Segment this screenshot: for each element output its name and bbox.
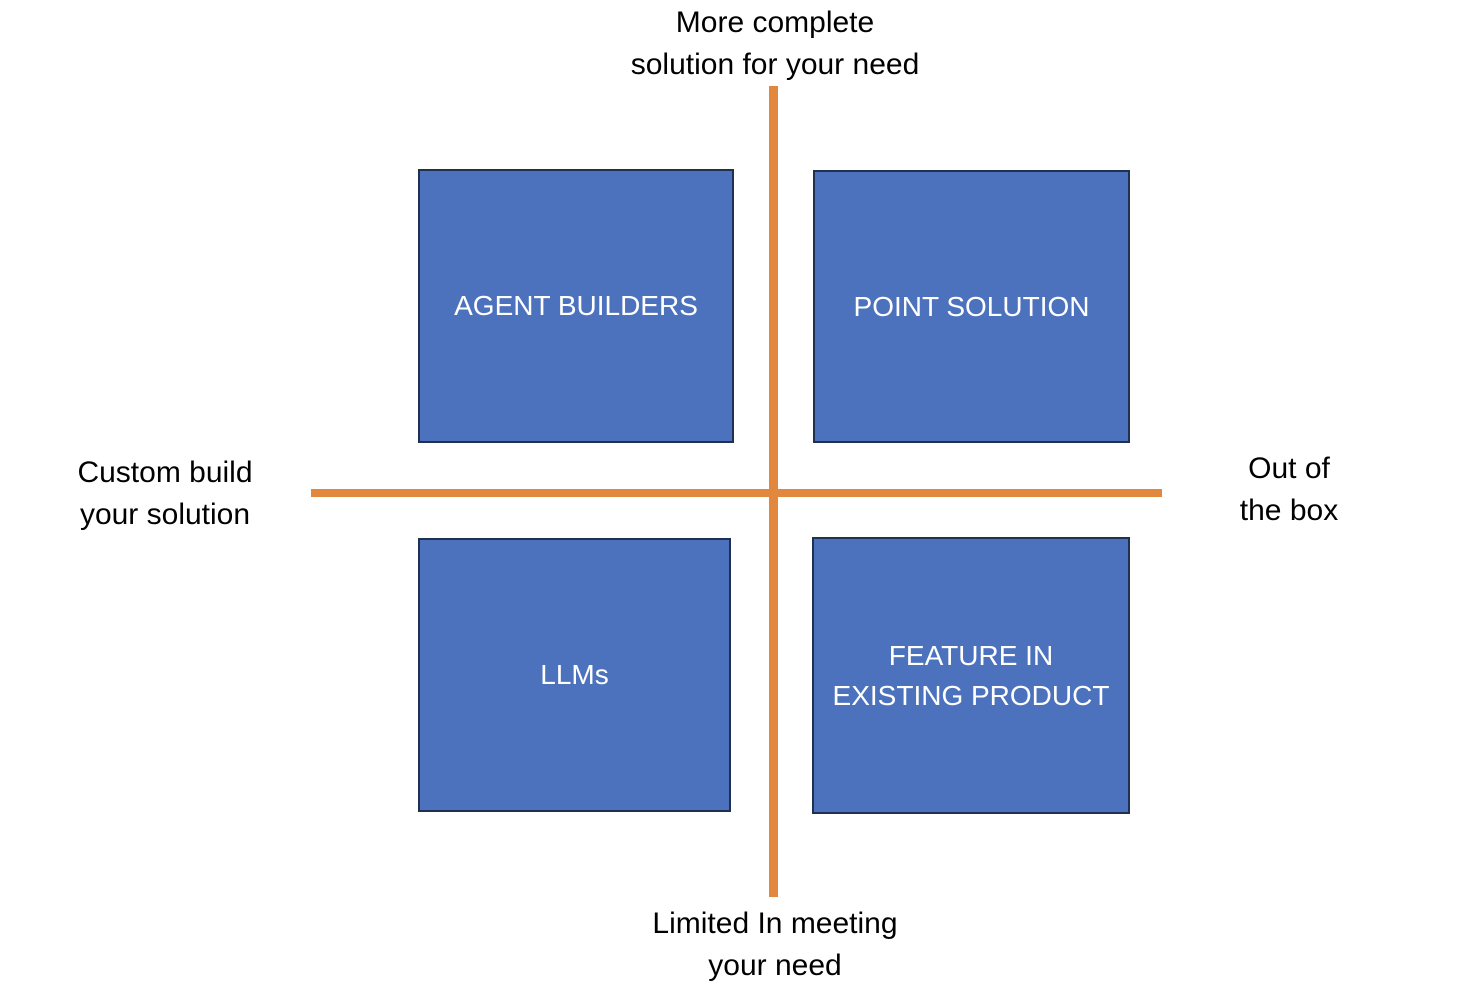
quadrant-box-agent-builders: AGENT BUILDERS xyxy=(418,169,734,443)
axis-label-left: Custom build your solution xyxy=(77,456,253,531)
quadrant-box-label: AGENT BUILDERS xyxy=(454,290,698,321)
quadrant-box-feature-in-existing-product: FEATURE IN EXISTING PRODUCT xyxy=(812,537,1130,814)
quadrant-box-label: POINT SOLUTION xyxy=(853,290,1090,322)
horizontal-axis-line xyxy=(311,489,1162,497)
axis-label-bottom: Limited In meeting your need xyxy=(652,907,898,982)
axis-label-top: More complete solution for your need xyxy=(630,6,920,81)
quadrant-box-llms: LLMs xyxy=(418,538,731,812)
quadrant-box-label: FEATURE IN EXISTING PRODUCT xyxy=(832,639,1110,711)
quadrant-box-label: LLMs xyxy=(540,659,609,690)
quadrant-box-point-solution: POINT SOLUTION xyxy=(813,170,1130,443)
axis-label-right: Out of the box xyxy=(1239,452,1339,527)
